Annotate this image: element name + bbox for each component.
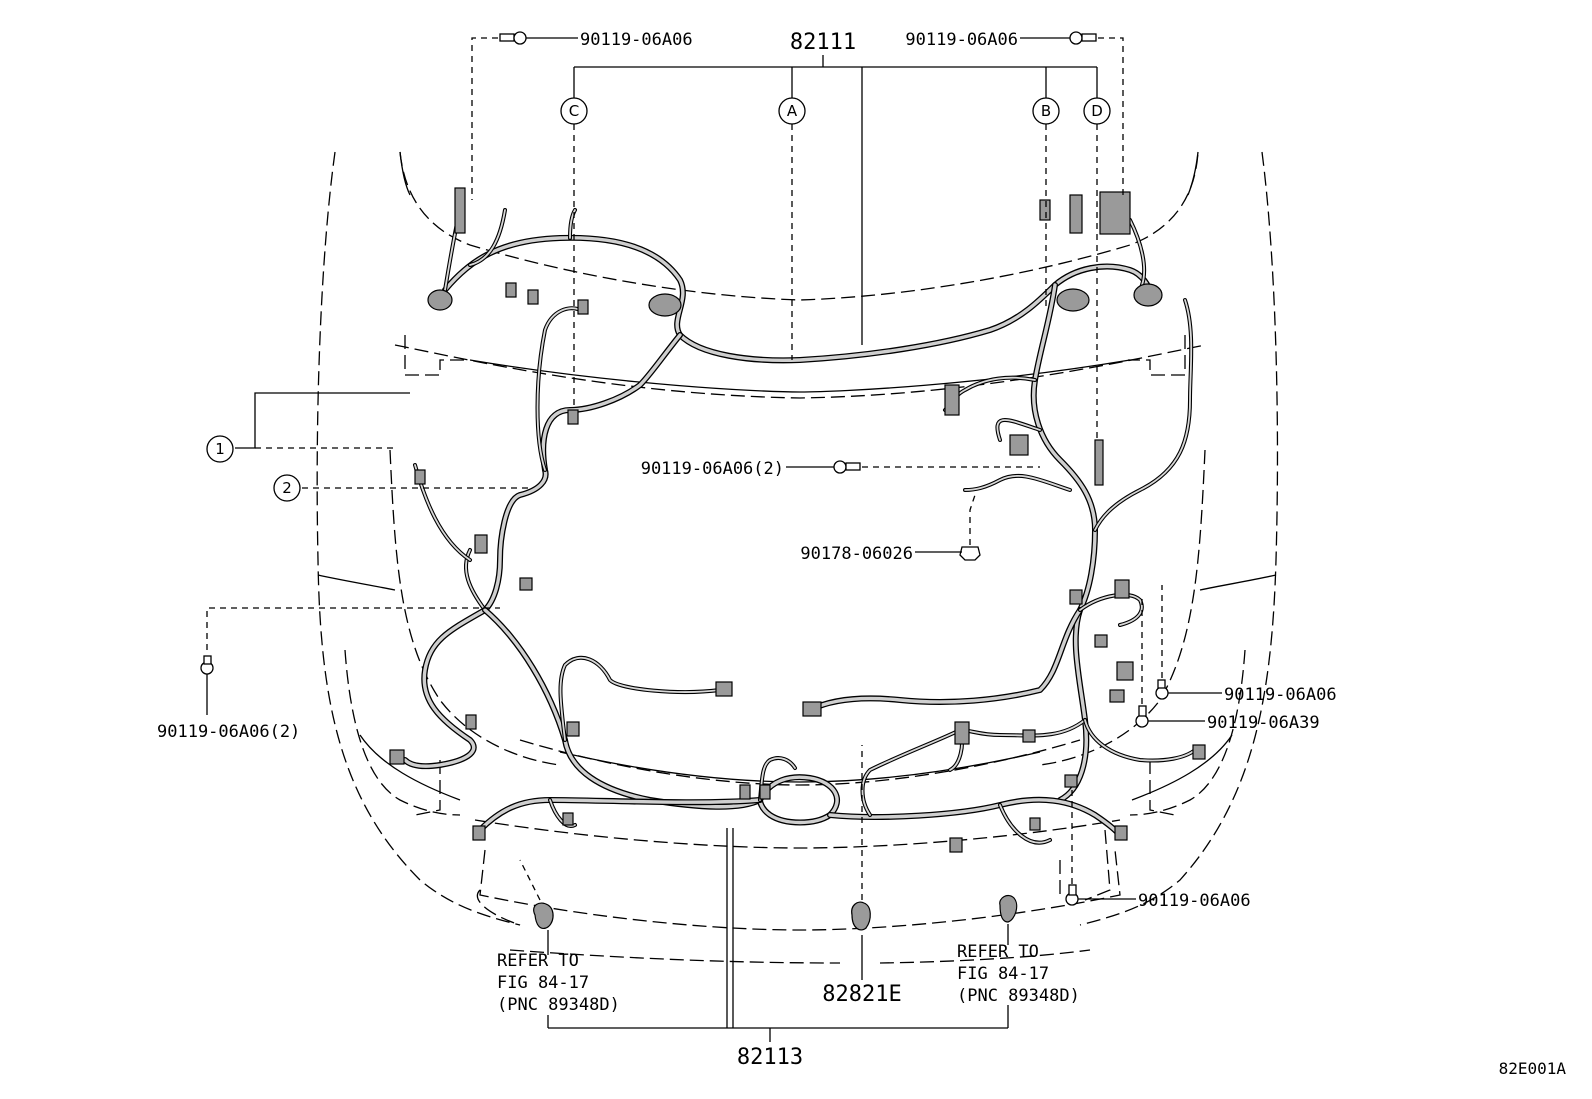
callout-c-label: C: [569, 102, 579, 120]
connector-left-1: [527, 289, 539, 305]
connector-left-10: [505, 282, 517, 298]
bolt-right-1-label: 90119-06A06: [1224, 685, 1337, 705]
callout-a: [778, 97, 806, 125]
vehicle-body-outline: [316, 151, 1279, 964]
connector-bottom-6: [1064, 774, 1078, 788]
connectors: [389, 187, 1206, 931]
clip-right: [999, 894, 1018, 923]
connector-block-left: [454, 187, 466, 234]
connector-center: [802, 701, 822, 717]
clip-left: [533, 902, 554, 930]
svg-text:REFER TO: REFER TO: [957, 942, 1039, 962]
callout-c: [560, 97, 588, 125]
grommet-right: [1056, 288, 1090, 312]
bolts: [200, 31, 1169, 906]
engine-room-harness-82111: [413, 208, 1194, 803]
connector-right-7: [1114, 579, 1130, 599]
bolt-right-3-label: 90119-06A06: [1138, 891, 1251, 911]
relay-block-right: [1133, 283, 1163, 307]
connector-bottom-3: [949, 837, 963, 853]
bolt-right-2-icon: [1135, 705, 1149, 728]
connector-right-c: [1039, 199, 1051, 221]
reference-note-left: REFER TO FIG 84-17 (PNC 89348D): [497, 951, 620, 1015]
connector-right-8: [1116, 661, 1134, 681]
callout-b-label: B: [1041, 102, 1051, 120]
front-harness-82113: [402, 592, 1197, 845]
svg-text:(PNC 89348D): (PNC 89348D): [957, 986, 1080, 1006]
connector-center-left: [715, 681, 733, 697]
bolt-right-2-label: 90119-06A39: [1207, 713, 1320, 733]
connector-right-9: [1109, 689, 1125, 703]
connector-right-5: [1094, 439, 1104, 486]
part-82111-label: 82111: [790, 30, 856, 55]
callout-circles: C A B D 1 2: [206, 97, 1111, 502]
connector-right-4: [1009, 434, 1029, 456]
connector-right-11: [1192, 744, 1206, 760]
connector-bottom-5: [1029, 817, 1041, 831]
callout-1-label: 1: [215, 440, 225, 458]
connector-left-5: [519, 577, 533, 591]
callout-b: [1032, 97, 1060, 125]
svg-text:FIG 84-17: FIG 84-17: [957, 964, 1049, 984]
connector-center-2: [954, 721, 970, 745]
connector-bottom-2: [759, 784, 771, 800]
nut-center-icon: [959, 546, 981, 561]
callout-2: [273, 474, 301, 502]
relay-block-left: [427, 289, 453, 311]
bolt-top-right-label: 90119-06A06: [905, 30, 1018, 50]
connector-bottom-left: [472, 825, 486, 841]
connector-bottom-1: [739, 784, 751, 800]
part-labels: 82111 90119-06A06 90119-06A06 90119-06A0…: [157, 30, 1566, 1078]
connector-left-6: [566, 721, 580, 737]
connector-bottom-4: [562, 812, 574, 826]
callout-2-label: 2: [282, 479, 292, 497]
connector-center-right: [944, 384, 960, 416]
part-82113-label: 82113: [737, 1045, 803, 1070]
reference-note-right: REFER TO FIG 84-17 (PNC 89348D): [957, 942, 1080, 1006]
bolt-right-1-icon: [1155, 679, 1169, 700]
callout-a-label: A: [787, 102, 798, 120]
connector-left-4: [474, 534, 488, 554]
svg-text:FIG 84-17: FIG 84-17: [497, 973, 589, 993]
connector-left-7: [465, 714, 477, 730]
bolt-center-icon: [833, 460, 861, 474]
bolt-right-3-icon: [1065, 884, 1079, 906]
svg-text:(PNC 89348D): (PNC 89348D): [497, 995, 620, 1015]
bolt-top-left-label: 90119-06A06: [580, 30, 693, 50]
figure-code: 82E001A: [1499, 1059, 1567, 1078]
connector-block-right-b: [1099, 191, 1131, 235]
bolt-left-icon: [200, 655, 214, 675]
bolt-top-left-icon: [499, 31, 527, 45]
part-82821e-label: 82821E: [822, 982, 901, 1007]
callout-d: [1083, 97, 1111, 125]
connector-left-3: [567, 409, 579, 425]
bolt-top-right-icon: [1069, 31, 1097, 45]
protector-82821e: [851, 901, 871, 931]
connector-left-8: [389, 749, 405, 765]
connector-right-6: [1069, 589, 1083, 605]
callout-d-label: D: [1091, 102, 1103, 120]
svg-text:REFER TO: REFER TO: [497, 951, 579, 971]
connector-left-9: [414, 469, 426, 485]
bolt-center-label: 90119-06A06(2): [641, 459, 784, 479]
connector-right-10: [1094, 634, 1108, 648]
connector-block-right-a: [1069, 194, 1083, 234]
connector-bottom-right: [1114, 825, 1128, 841]
leader-lines: [206, 37, 1222, 1042]
callout-1: [206, 435, 234, 463]
nut-center-label: 90178-06026: [800, 544, 913, 564]
connector-center-3: [1022, 729, 1036, 743]
connector-left-2: [577, 299, 589, 315]
grommet-left: [648, 293, 682, 317]
bolt-left-label: 90119-06A06(2): [157, 722, 300, 742]
